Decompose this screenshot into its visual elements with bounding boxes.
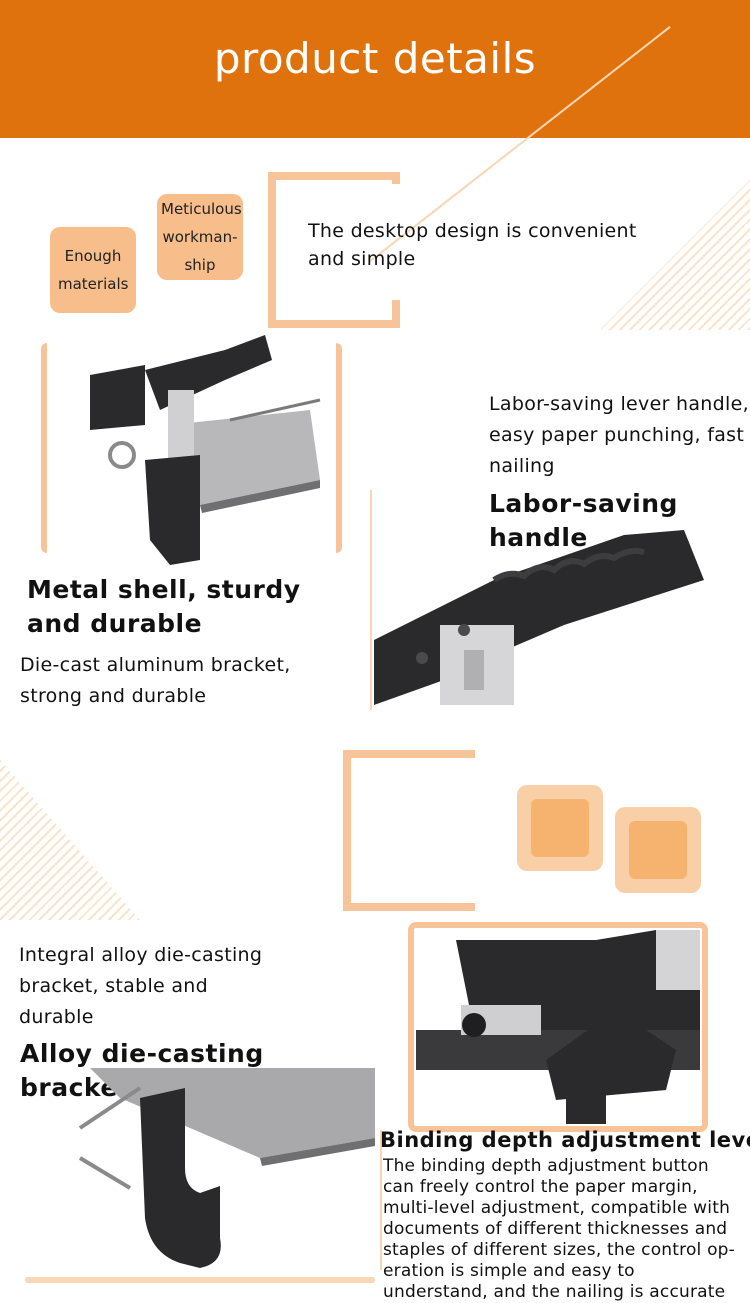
tag-enough-label: Enough materials [58, 247, 129, 293]
metal-shell-heading: Metal shell, sturdy and durable [27, 575, 301, 638]
bracket-image-underline [25, 1277, 375, 1283]
bracket-frame-desktop-right-bottom [392, 300, 400, 320]
desktop-design-text: The desktop design is convenient and sim… [308, 220, 637, 270]
binding-depth-text: The binding depth adjustment button can … [383, 1156, 736, 1302]
bracket-frame-section2-right-top [467, 750, 475, 758]
binding-image-frame [408, 922, 708, 1132]
bracket-frame-section2 [343, 750, 475, 911]
labor-saving-heading: Labor-saving handle [489, 489, 678, 552]
header-banner [0, 0, 750, 138]
alloy-bracket-text: Integral alloy die-casting bracket, stab… [19, 944, 263, 1028]
decor-line-vertical [370, 490, 372, 710]
tag-meticulous-label: Meticulous workman-ship [161, 200, 242, 274]
decor-stripes-left [0, 760, 140, 920]
accent-square-2-inner [629, 821, 687, 879]
binding-lever-illustration [416, 930, 700, 1124]
stapler-image-frame [41, 343, 342, 553]
lever-handle-text: Labor-saving lever handle, easy paper pu… [489, 393, 749, 477]
tag-enough-materials: Enough materials [50, 227, 136, 313]
stapler-illustration [90, 335, 321, 565]
die-cast-text: Die-cast aluminum bracket, strong and du… [20, 654, 291, 707]
section2-diag-line [380, 1130, 382, 1270]
bracket-illustration [78, 1068, 375, 1268]
handle-closeup-illustration [374, 530, 704, 705]
alloy-bracket-heading: Alloy die-casting bracket [20, 1039, 264, 1102]
binding-depth-heading: Binding depth adjustment lever [380, 1128, 750, 1152]
tag-meticulous-workmanship: Meticulous workman-ship [157, 194, 243, 280]
bracket-frame-desktop [268, 172, 400, 328]
accent-square-1-inner [531, 799, 589, 857]
bracket-frame-desktop-right [392, 172, 400, 184]
page-title: product details [213, 34, 537, 83]
